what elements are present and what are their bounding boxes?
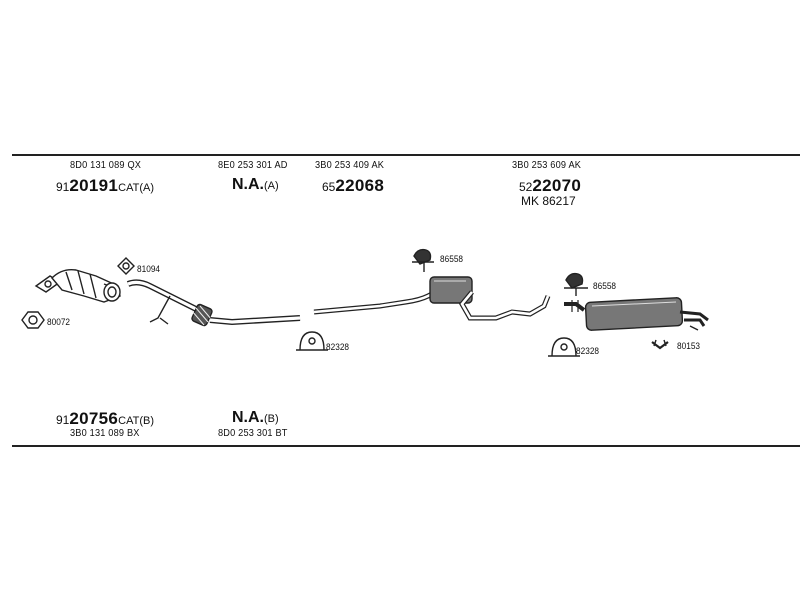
hanger-80153-icon [651, 339, 669, 350]
hanger-86558-b-icon [564, 272, 588, 296]
clamp-82328-b-icon [548, 337, 580, 357]
clamp-82328-b-label: 82328 [576, 346, 600, 356]
gasket-81094-icon [117, 257, 135, 275]
bottom-rule [12, 445, 800, 447]
rear-silencer [564, 297, 709, 331]
cat-a-suffix: CAT(A) [118, 182, 154, 194]
cat-a-part-number: 9120191CAT(A) [56, 177, 154, 194]
cat-a-oem-number: 8D0 131 089 QX [70, 160, 142, 171]
cat-b-prefix: 91 [56, 413, 70, 427]
cat-b-part-number: 9120756CAT(B) [56, 410, 154, 427]
pipe-b-suffix: (B) [264, 413, 279, 425]
cat-b-suffix: CAT(B) [118, 415, 154, 427]
pipe-a-suffix: (A) [264, 180, 279, 192]
rear-silencer-mk-kit: MK 86217 [521, 194, 576, 208]
cat-a-prefix: 91 [56, 180, 70, 194]
top-rule [12, 154, 800, 156]
middle-silencer [313, 276, 551, 321]
gasket-80072-icon [21, 311, 45, 329]
mid-silencer-part-number: 6522068 [322, 177, 384, 194]
catalytic-converter [34, 268, 121, 303]
cat-b-oem-number: 3B0 131 089 BX [70, 428, 140, 439]
gasket-81094-label: 81094 [137, 264, 161, 274]
hanger-86558-a-icon [412, 248, 434, 272]
clamp-82328-a-label: 82328 [326, 342, 350, 352]
hanger-86558-b-label: 86558 [593, 281, 617, 291]
pipe-b-part-number: N.A.(B) [232, 410, 279, 426]
cat-b-number: 20756 [69, 409, 119, 428]
pipe-a-oem-number: 8E0 253 301 AD [218, 160, 288, 171]
hanger-86558-a-label: 86558 [440, 254, 464, 264]
pipe-b-oem-number: 8D0 253 301 BT [218, 428, 288, 439]
rear-silencer-number: 22070 [532, 176, 582, 195]
rear-silencer-part-number: 5222070 [519, 177, 581, 194]
gasket-80072-label: 80072 [47, 317, 71, 327]
rear-silencer-prefix: 52 [519, 180, 533, 194]
cat-a-number: 20191 [69, 176, 119, 195]
pipe-a-number: N.A. [232, 176, 264, 193]
mid-silencer-oem-number: 3B0 253 409 AK [315, 160, 385, 171]
hanger-80153-label: 80153 [677, 341, 701, 351]
clamp-82328-a-icon [296, 331, 328, 351]
front-pipe [126, 279, 301, 327]
pipe-b-number: N.A. [232, 409, 264, 426]
mid-silencer-prefix: 65 [322, 180, 336, 194]
mid-silencer-number: 22068 [335, 176, 385, 195]
pipe-a-part-number: N.A.(A) [232, 177, 279, 193]
rear-silencer-oem-number: 3B0 253 609 AK [512, 160, 582, 171]
